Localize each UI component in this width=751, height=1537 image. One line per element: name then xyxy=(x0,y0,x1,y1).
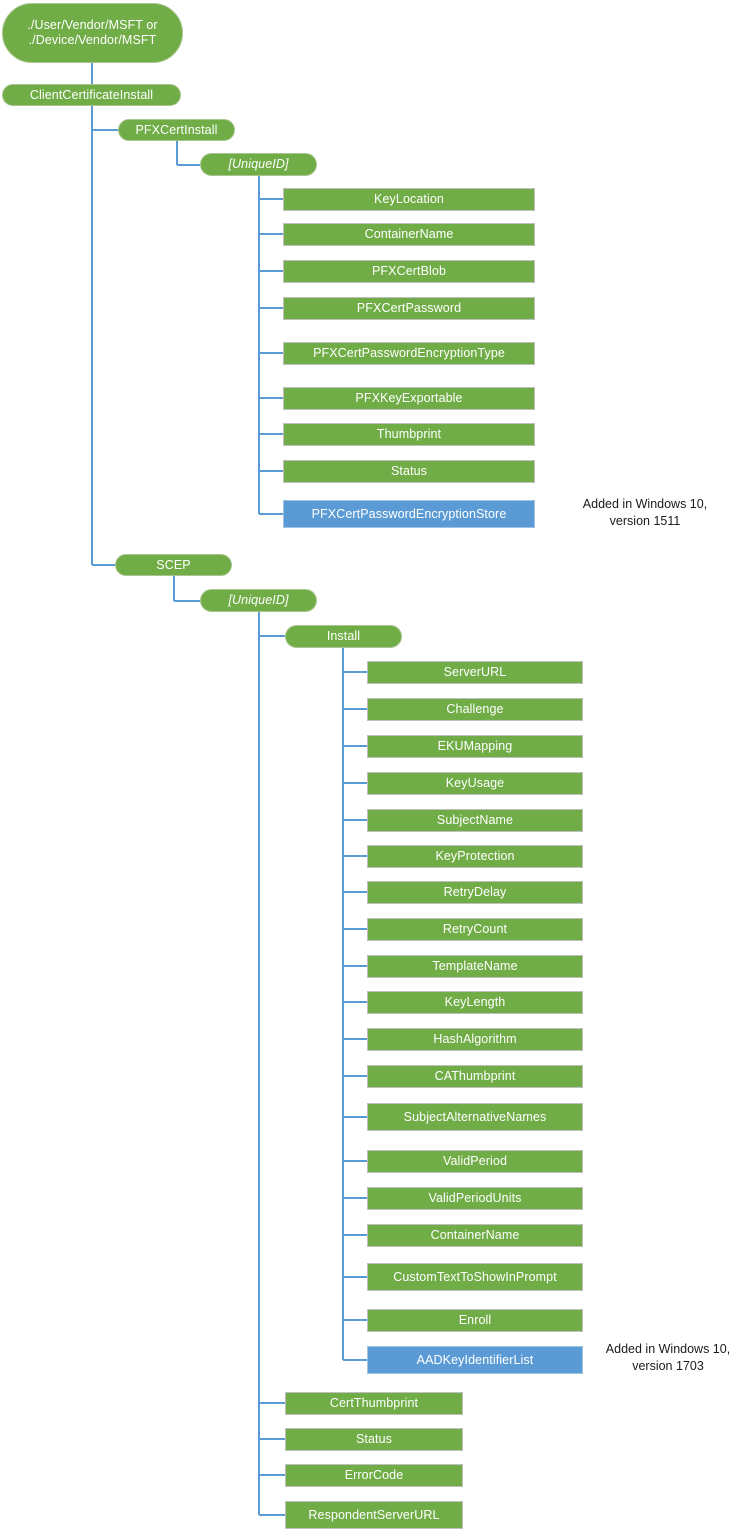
node-retrydelay[interactable]: RetryDelay xyxy=(367,881,583,904)
node-scep-uniqueid[interactable]: [UniqueID] xyxy=(200,589,317,612)
node-respondentserverurl[interactable]: RespondentServerURL xyxy=(285,1501,463,1529)
node-keylength[interactable]: KeyLength xyxy=(367,991,583,1014)
annotation-note-1511: Added in Windows 10, version 1511 xyxy=(582,497,708,528)
node-pfxcertinstall[interactable]: PFXCertInstall xyxy=(118,119,235,141)
node-ekumapping[interactable]: EKUMapping xyxy=(367,735,583,758)
node-keyprotection[interactable]: KeyProtection xyxy=(367,845,583,868)
node-validperiod[interactable]: ValidPeriod xyxy=(367,1150,583,1173)
node-install[interactable]: Install xyxy=(285,625,402,648)
node-certthumbprint[interactable]: CertThumbprint xyxy=(285,1392,463,1415)
node-root[interactable]: ./User/Vendor/MSFT or ./Device/Vendor/MS… xyxy=(2,3,183,63)
node-pfxkeyexportable[interactable]: PFXKeyExportable xyxy=(283,387,535,410)
node-customtexttoshowinprompt[interactable]: CustomTextToShowInPrompt xyxy=(367,1263,583,1291)
node-pfx-uniqueid[interactable]: [UniqueID] xyxy=(200,153,317,176)
node-keyusage[interactable]: KeyUsage xyxy=(367,772,583,795)
node-serverurl[interactable]: ServerURL xyxy=(367,661,583,684)
node-retrycount[interactable]: RetryCount xyxy=(367,918,583,941)
node-enroll[interactable]: Enroll xyxy=(367,1309,583,1332)
node-hashalgorithm[interactable]: HashAlgorithm xyxy=(367,1028,583,1051)
node-cathumbprint[interactable]: CAThumbprint xyxy=(367,1065,583,1088)
node-pfxcertpasswordencryptionstore[interactable]: PFXCertPasswordEncryptionStore xyxy=(283,500,535,528)
node-aadkeyidentifierlist[interactable]: AADKeyIdentifierList xyxy=(367,1346,583,1374)
node-pfxcertpasswordencryptiontype[interactable]: PFXCertPasswordEncryptionType xyxy=(283,342,535,365)
node-templatename[interactable]: TemplateName xyxy=(367,955,583,978)
node-scep[interactable]: SCEP xyxy=(115,554,232,576)
node-errorcode[interactable]: ErrorCode xyxy=(285,1464,463,1487)
node-clientcertificateinstall[interactable]: ClientCertificateInstall xyxy=(2,84,181,106)
node-pfxcertblob[interactable]: PFXCertBlob xyxy=(283,260,535,283)
annotation-note-1703: Added in Windows 10, version 1703 xyxy=(605,1342,731,1373)
node-validperiodunits[interactable]: ValidPeriodUnits xyxy=(367,1187,583,1210)
node-challenge[interactable]: Challenge xyxy=(367,698,583,721)
node-subjectname[interactable]: SubjectName xyxy=(367,809,583,832)
node-thumbprint[interactable]: Thumbprint xyxy=(283,423,535,446)
node-keylocation[interactable]: KeyLocation xyxy=(283,188,535,211)
node-pfxcertpassword[interactable]: PFXCertPassword xyxy=(283,297,535,320)
node-containername-pfx[interactable]: ContainerName xyxy=(283,223,535,246)
node-status-pfx[interactable]: Status xyxy=(283,460,535,483)
node-status-scep[interactable]: Status xyxy=(285,1428,463,1451)
node-containername-scep[interactable]: ContainerName xyxy=(367,1224,583,1247)
node-subjectalternativenames[interactable]: SubjectAlternativeNames xyxy=(367,1103,583,1131)
